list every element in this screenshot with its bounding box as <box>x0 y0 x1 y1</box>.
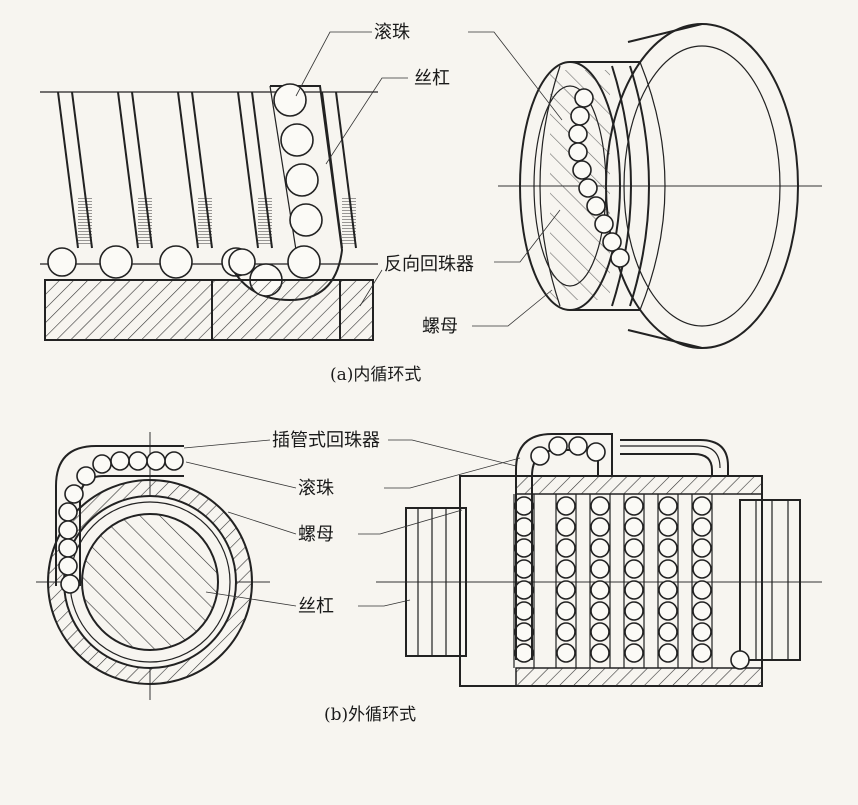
ball <box>658 538 678 558</box>
ball <box>556 538 576 558</box>
ball <box>692 559 712 579</box>
ball <box>658 559 678 579</box>
ball <box>624 601 644 621</box>
ball <box>624 580 644 600</box>
ball <box>624 643 644 663</box>
label-ball-b: 滚珠 <box>298 478 334 499</box>
ball <box>624 496 644 516</box>
internal-screw-section <box>40 83 378 341</box>
label-deflector: 反向回珠器 <box>384 254 474 275</box>
ball <box>658 580 678 600</box>
ball <box>556 559 576 579</box>
ball <box>692 622 712 642</box>
ball <box>556 517 576 537</box>
label-tube-return: 插管式回珠器 <box>272 430 380 451</box>
ball <box>590 559 610 579</box>
ball <box>556 496 576 516</box>
ball <box>692 538 712 558</box>
ball <box>590 580 610 600</box>
label-nut-a: 螺母 <box>422 316 458 337</box>
ball <box>556 580 576 600</box>
ball <box>692 496 712 516</box>
ball <box>692 517 712 537</box>
ball <box>658 517 678 537</box>
ball <box>590 601 610 621</box>
leader-lines <box>183 31 563 607</box>
label-nut-b: 螺母 <box>298 524 334 545</box>
ball <box>556 622 576 642</box>
ball <box>514 538 534 558</box>
ball <box>556 601 576 621</box>
ball <box>658 601 678 621</box>
ball <box>624 559 644 579</box>
ball <box>514 643 534 663</box>
ball <box>658 496 678 516</box>
external-end-section <box>36 432 270 700</box>
ball <box>514 580 534 600</box>
caption-external: (b)外循环式 <box>324 705 416 725</box>
ball <box>692 601 712 621</box>
label-ball-a: 滚珠 <box>374 22 410 43</box>
internal-nut-view <box>498 23 822 349</box>
ball <box>658 643 678 663</box>
ball <box>514 496 534 516</box>
ball <box>514 559 534 579</box>
external-side-view <box>376 433 822 687</box>
ball <box>624 538 644 558</box>
ball <box>514 601 534 621</box>
ball <box>658 622 678 642</box>
label-screw-b: 丝杠 <box>298 596 334 617</box>
label-screw-a: 丝杠 <box>414 68 450 89</box>
ball <box>692 580 712 600</box>
ball <box>590 496 610 516</box>
ball <box>590 517 610 537</box>
ball <box>514 517 534 537</box>
ball <box>624 622 644 642</box>
ball <box>590 643 610 663</box>
ball <box>590 538 610 558</box>
ball <box>692 643 712 663</box>
ball <box>590 622 610 642</box>
caption-internal: (a)内循环式 <box>330 365 421 385</box>
ball <box>556 643 576 663</box>
ball <box>514 622 534 642</box>
ball <box>624 517 644 537</box>
